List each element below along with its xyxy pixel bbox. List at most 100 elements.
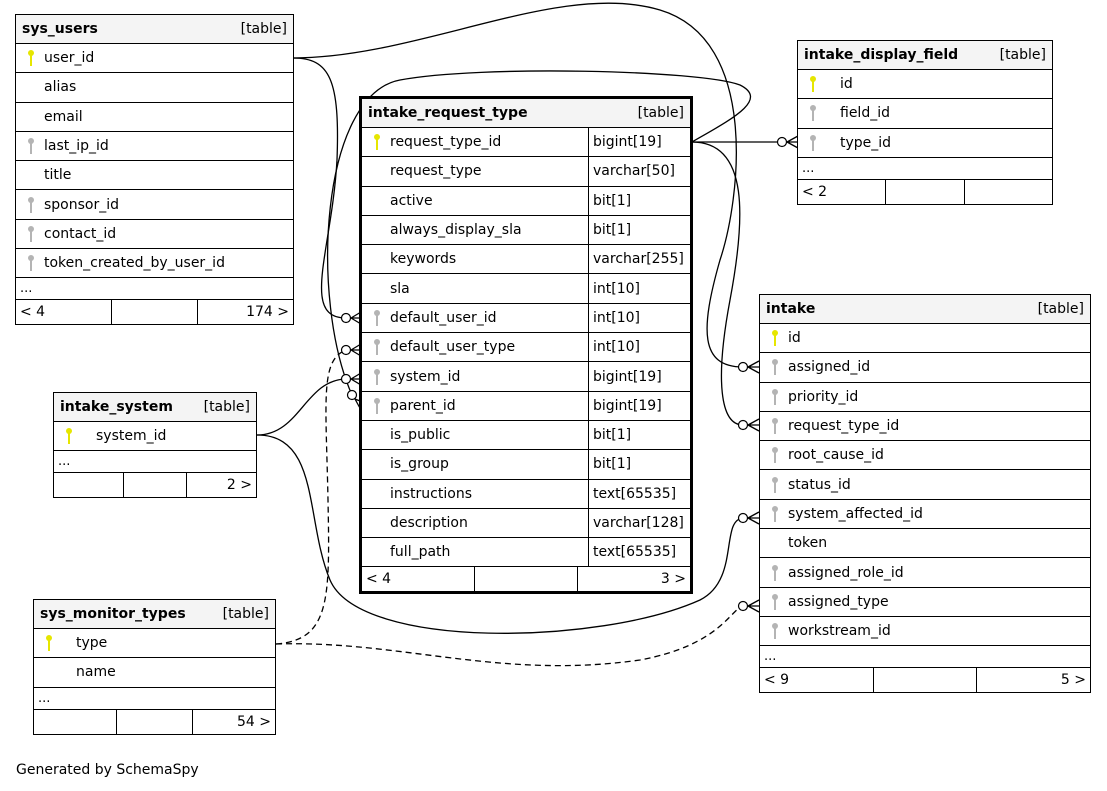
column-row[interactable]: assigned_role_id: [760, 558, 1090, 588]
column-name: workstream_id: [788, 623, 891, 640]
column-row[interactable]: id: [760, 324, 1090, 354]
parents-count-link[interactable]: [54, 473, 124, 498]
column-name: description: [390, 515, 468, 531]
column-row[interactable]: title: [16, 161, 293, 191]
more-columns-indicator: ...: [798, 158, 1052, 180]
edge-monitor-to-default-user-type: [275, 349, 347, 645]
edge-end-circle: [737, 419, 749, 431]
column-row[interactable]: sponsor_id: [16, 190, 293, 220]
column-name: sla: [390, 280, 410, 297]
column-row[interactable]: token: [760, 529, 1090, 559]
table-header: sys_users[table]: [16, 15, 293, 44]
table-kind: [table]: [203, 399, 250, 415]
table-name[interactable]: intake_display_field: [804, 47, 959, 63]
table-header: intake[table]: [760, 295, 1090, 324]
column-row[interactable]: system_id: [54, 422, 256, 452]
children-count-link[interactable]: 174 >: [246, 304, 289, 321]
more-columns-indicator: ...: [54, 451, 256, 474]
column-row[interactable]: status_id: [760, 470, 1090, 500]
foreign-key-icon: [24, 254, 38, 272]
edge-end-circle: [346, 389, 358, 401]
children-count-link[interactable]: 2 >: [226, 477, 252, 494]
column-name: type: [76, 635, 108, 652]
more-columns-indicator: ...: [760, 646, 1090, 669]
edge-request-type-to-intake: [691, 141, 744, 426]
column-row[interactable]: alias: [16, 73, 293, 103]
primary-key-icon: [370, 133, 384, 151]
column-name: user_id: [44, 50, 95, 67]
column-row[interactable]: type: [34, 629, 275, 659]
table-name[interactable]: sys_monitor_types: [40, 606, 186, 622]
column-row[interactable]: workstream_id: [760, 617, 1090, 647]
parents-count-link[interactable]: < 2: [798, 179, 886, 204]
edge-end-circle: [737, 600, 749, 612]
column-name: id: [788, 330, 801, 347]
column-row[interactable]: id: [798, 70, 1052, 100]
column-row[interactable]: assigned_type: [760, 588, 1090, 617]
parents-count-link[interactable]: < 9: [760, 668, 874, 693]
foreign-key-icon: [768, 388, 782, 406]
footer-middle-cell: [886, 179, 966, 204]
table-name[interactable]: intake: [766, 301, 816, 317]
column-row[interactable]: last_ip_id: [16, 132, 293, 162]
table-intake-system[interactable]: intake_system [table] system_id... 2 >: [53, 392, 257, 499]
primary-key-icon: [62, 427, 76, 445]
column-row[interactable]: assigned_id: [760, 353, 1090, 383]
table-name[interactable]: intake_request_type: [368, 105, 528, 121]
column-row[interactable]: field_id: [798, 99, 1052, 129]
crows-foot: [747, 599, 760, 613]
children-count-link[interactable]: 54 >: [237, 713, 271, 730]
column-row[interactable]: name: [34, 658, 275, 688]
foreign-key-icon: [768, 505, 782, 523]
column-row[interactable]: system_affected_id: [760, 500, 1090, 530]
column-row[interactable]: priority_id: [760, 383, 1090, 412]
column-row[interactable]: email: [16, 103, 293, 132]
column-name: root_cause_id: [788, 447, 884, 464]
table-intake-request-type[interactable]: intake_request_type[table]request_type_i…: [359, 96, 693, 595]
edge-end-circle: [737, 512, 749, 524]
table-name[interactable]: sys_users: [22, 21, 98, 37]
column-row[interactable]: contact_id: [16, 220, 293, 250]
column-row[interactable]: token_created_by_user_id: [16, 249, 293, 279]
primary-key-icon: [768, 329, 782, 347]
column-row[interactable]: request_type_id: [760, 412, 1090, 442]
parents-count-link[interactable]: < 4: [16, 300, 112, 325]
column-row[interactable]: type_id: [798, 129, 1052, 158]
table-name[interactable]: intake_system: [60, 399, 173, 415]
foreign-key-icon: [370, 338, 384, 356]
children-count-link[interactable]: 3 >: [660, 571, 686, 588]
column-row[interactable]: root_cause_id: [760, 441, 1090, 471]
children-count-link[interactable]: 5 >: [1060, 672, 1086, 689]
column-name: instructions: [390, 485, 472, 502]
table-footer: < 2: [798, 179, 1052, 204]
foreign-key-icon: [768, 476, 782, 494]
column-row[interactable]: user_id: [16, 44, 293, 74]
table-footer: 2 >: [54, 473, 256, 498]
column-name: request_type: [390, 163, 482, 180]
children-count-link[interactable]: [965, 180, 1052, 204]
column-name: is_group: [390, 456, 449, 473]
crows-foot: [747, 418, 760, 432]
parents-count-link[interactable]: < 4: [362, 567, 476, 592]
edge-system-to-system-affected: [256, 434, 744, 634]
parents-count-link[interactable]: [34, 709, 118, 734]
